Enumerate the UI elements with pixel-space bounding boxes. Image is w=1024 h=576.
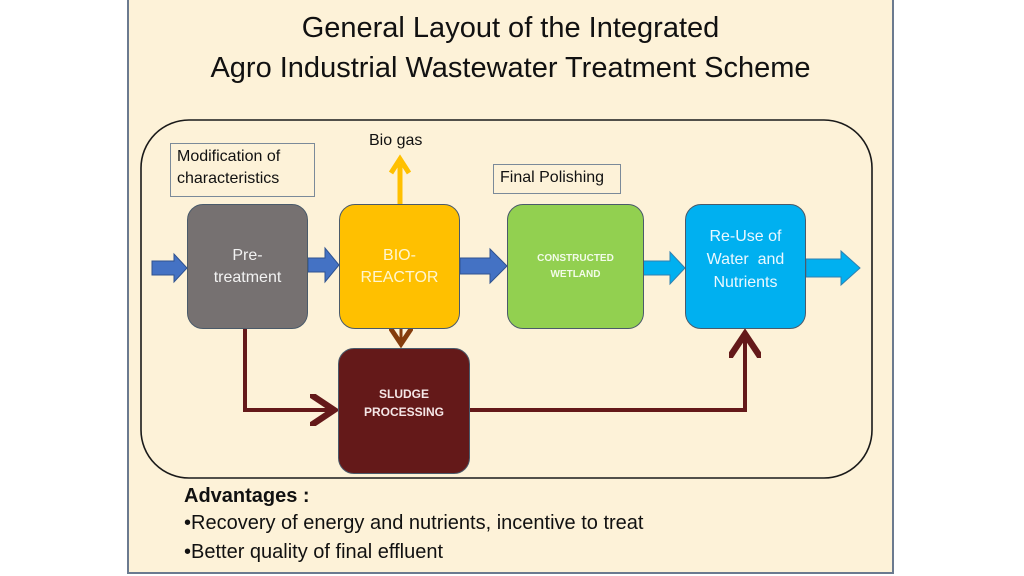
biogas-label: Bio gas — [369, 132, 423, 149]
advantages-section: Advantages : •Recovery of energy and nut… — [184, 483, 643, 567]
biogas-arrow — [388, 154, 412, 204]
node-label-line: CONSTRUCTED — [537, 252, 614, 264]
slide-title: General Layout of the Integrated Agro In… — [129, 8, 892, 88]
title-line-1: General Layout of the Integrated — [301, 12, 720, 44]
node-label-line: REACTOR — [360, 268, 439, 286]
process-container — [140, 119, 873, 479]
sludge-line-pre-to-sludge — [243, 329, 334, 410]
modification-note: Modification of characteristics — [170, 143, 315, 197]
node-sludge-processing: SLUDGE PROCESSING — [338, 348, 470, 474]
arrow-bio-to-wetland — [459, 247, 508, 285]
node-constructed-wetland: CONSTRUCTED WETLAND — [507, 204, 644, 329]
sludge-line-to-reuse — [470, 334, 745, 412]
node-label-line: Pre- — [232, 246, 263, 264]
final-polishing-text: Final Polishing — [500, 169, 605, 186]
node-label-line: Water and — [706, 251, 785, 268]
outflow-arrow — [805, 249, 861, 287]
node-bioreactor: BIO- REACTOR — [339, 204, 460, 329]
node-label-line: BIO- — [383, 246, 416, 264]
title-line-2: Agro Industrial Wastewater Treatment Sch… — [210, 52, 811, 84]
node-label-line: PROCESSING — [363, 405, 444, 419]
node-pretreatment: Pre-treatment — [187, 204, 308, 329]
advantages-heading: Advantages : — [184, 485, 310, 507]
advantage-item: •Recovery of energy and nutrients, incen… — [184, 512, 644, 534]
node-label-line: WETLAND — [550, 268, 601, 280]
modification-note-line-1: Modification of — [177, 148, 281, 165]
advantage-item: •Better quality of final effluent — [184, 541, 444, 563]
node-label-line: Re-Use of — [709, 228, 782, 245]
node-label-line: treatment — [213, 268, 282, 286]
arrow-pre-to-bio — [307, 246, 340, 284]
node-label-line: Nutrients — [713, 274, 778, 291]
inflow-arrow — [151, 252, 188, 284]
final-polishing-note: Final Polishing — [493, 164, 621, 194]
modification-note-line-2: characteristics — [177, 170, 280, 187]
arrow-wetland-to-reuse — [636, 250, 686, 286]
node-label-line: SLUDGE — [378, 387, 429, 401]
